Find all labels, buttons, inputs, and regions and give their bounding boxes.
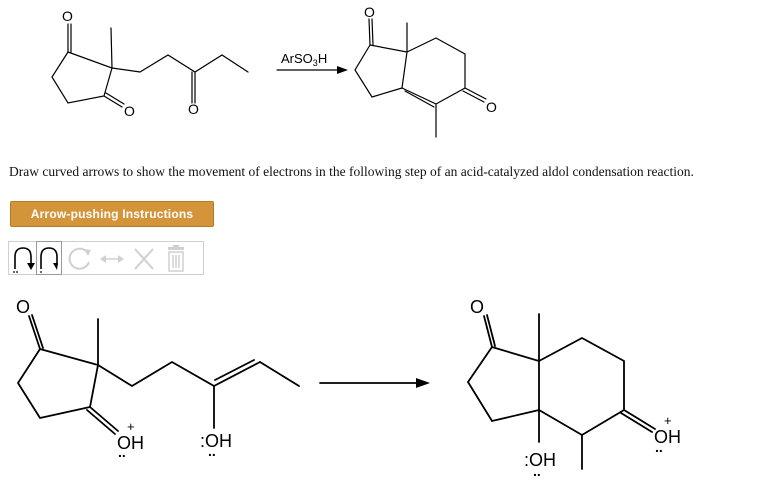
- oxygen-label: O: [62, 8, 73, 24]
- lone-pair[interactable]: ..: [655, 439, 663, 455]
- electron-pair-arrow-tool[interactable]: [11, 242, 35, 274]
- resonance-arrow-tool[interactable]: [97, 242, 127, 274]
- oxygen-label: O: [486, 99, 497, 115]
- arrow-toolbar: [8, 241, 204, 275]
- single-electron-arrow-tool[interactable]: [36, 241, 62, 275]
- resonance-arrow-icon: [100, 255, 124, 263]
- oxygen-label: O: [16, 297, 30, 317]
- oxygen-label: O: [188, 101, 199, 117]
- rotate-icon: [68, 247, 91, 270]
- arrow-pushing-instructions-button[interactable]: Arrow-pushing Instructions: [10, 201, 214, 227]
- trash-tool[interactable]: [161, 242, 191, 274]
- lone-pair[interactable]: ..: [533, 463, 541, 479]
- rotate-tool[interactable]: [65, 242, 95, 274]
- delete-icon: [134, 248, 154, 270]
- positive-charge: +: [127, 419, 135, 434]
- question-text: Draw curved arrows to show the movement …: [9, 164, 694, 179]
- single-electron-arrow-icon: [40, 247, 58, 273]
- oxonium-label[interactable]: OH: [654, 427, 681, 447]
- electron-pair-arrow-icon: [13, 247, 35, 273]
- oxygen-label: O: [124, 103, 135, 119]
- oxonium-label[interactable]: OH: [117, 433, 144, 453]
- oxygen-label: O: [470, 297, 484, 317]
- lone-pair[interactable]: ..: [118, 444, 126, 460]
- reagent-formula: ArSO: [281, 51, 313, 66]
- svg-text:ArSO3H: ArSO3H: [281, 51, 327, 68]
- positive-charge: +: [664, 413, 672, 428]
- mechanism-canvas[interactable]: O OH + .. :OH .. O OH + .. :OH ..: [0, 282, 774, 486]
- hydroxyl-label[interactable]: :OH: [200, 431, 232, 451]
- lone-pair[interactable]: ..: [208, 443, 216, 459]
- oxygen-label: O: [364, 4, 375, 20]
- hydroxyl-label[interactable]: :OH: [524, 450, 556, 470]
- reaction-scheme: ArSO3H O O O O O: [51, 4, 497, 138]
- delete-tool[interactable]: [129, 242, 159, 274]
- trash-icon: [168, 245, 184, 272]
